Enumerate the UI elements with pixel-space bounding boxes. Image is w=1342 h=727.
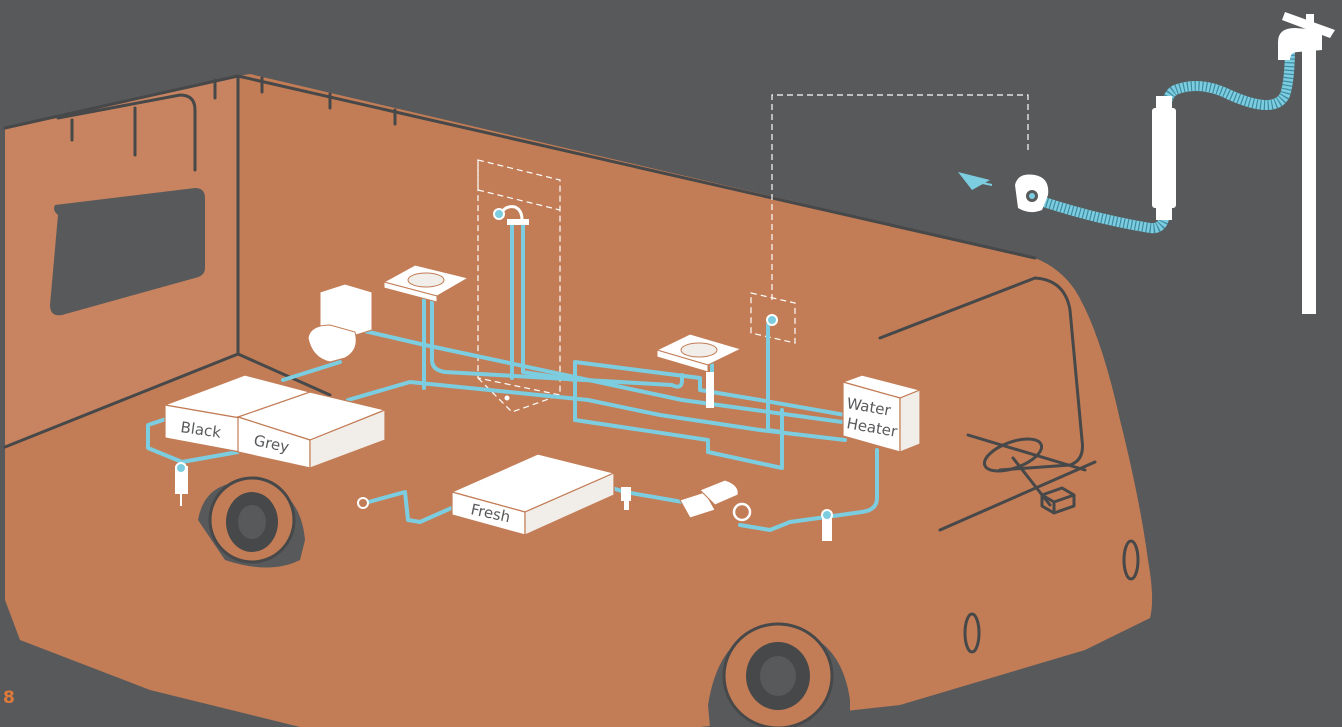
outlet-box-dashed [750, 292, 796, 344]
fresh-tank: Fresh [450, 453, 616, 536]
water-pump [679, 479, 752, 522]
windshield-line [878, 276, 1084, 472]
line-loop-lower [573, 408, 784, 470]
steering-wheel [982, 437, 1044, 473]
tank-drain-valve [175, 462, 188, 506]
cab-box [1040, 486, 1076, 515]
toilet [307, 283, 373, 363]
faucet-icon [1278, 12, 1335, 314]
kitchen-sink [655, 333, 743, 373]
rv-window [50, 188, 205, 316]
arrow-left-icon [958, 172, 993, 190]
inlet-icon [1015, 174, 1049, 213]
line-fresh-fill [363, 490, 458, 524]
line-outlet-feed [766, 323, 784, 434]
headlight-2 [963, 612, 981, 654]
rear-wheel [198, 476, 305, 568]
cab-floor-line [938, 460, 1097, 532]
shower-enclosure [477, 159, 561, 413]
headlight-1 [1122, 539, 1140, 581]
black-tank-label: Black [179, 418, 222, 442]
line-toilet-main [358, 328, 844, 424]
line-black-toilet [281, 360, 342, 382]
shower-head [493, 205, 529, 225]
line-shower-2 [521, 223, 577, 382]
roof-rack [56, 93, 197, 172]
exterior-outlet-dashed-path [771, 94, 1029, 300]
line-loop [573, 360, 847, 422]
bathroom-sink [382, 264, 470, 303]
rv-floor-edge [236, 352, 332, 397]
city-water-hose [1027, 40, 1295, 234]
rv-roof-edge [3, 74, 1037, 260]
water-heater: Water Heater [841, 374, 922, 453]
inline-filter [821, 509, 833, 541]
front-wheel [708, 622, 850, 727]
fresh-fill-inlet [357, 497, 369, 509]
hose-filter [1152, 108, 1176, 208]
page-number: 8 [3, 688, 15, 708]
exterior-outlet [766, 314, 778, 326]
heater-check [706, 372, 714, 408]
shower-drain [504, 395, 510, 401]
dash-line [966, 433, 1087, 472]
grey-tank: Grey [236, 391, 387, 469]
filter-valve [621, 487, 631, 510]
